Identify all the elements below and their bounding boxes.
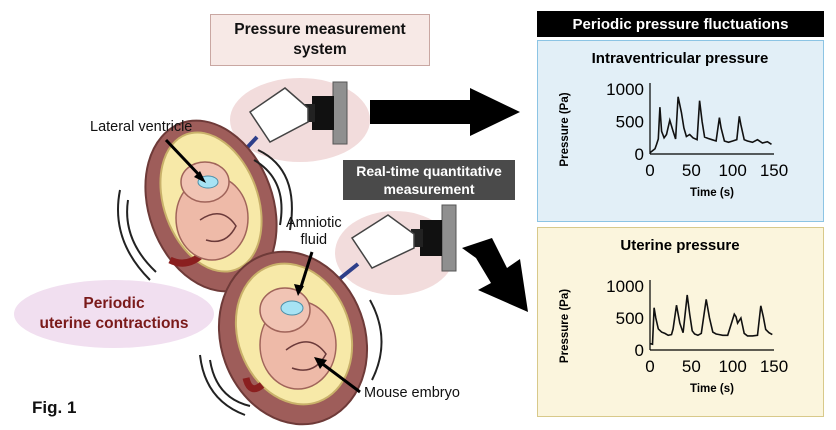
label-amniotic-fluid: Amniotic fluid [286, 215, 342, 249]
rtq-line2: measurement [383, 181, 475, 197]
sensor-bottom-icon [301, 204, 457, 310]
pressure-series-line [649, 96, 772, 154]
x-tick-label: 0 [645, 357, 654, 376]
periodic-contractions-label: Periodic uterine contractions [14, 280, 214, 348]
pointer-amniotic-fluid [298, 251, 314, 291]
uterus-lower [199, 250, 383, 426]
label-mouse-embryo: Mouse embryo [364, 385, 460, 401]
x-tick-label: 150 [760, 357, 788, 376]
figure-label: Fig. 1 [32, 398, 77, 417]
periodic-fluctuations-header: Periodic pressure fluctuations [537, 11, 824, 37]
chart-title: Uterine pressure [620, 237, 739, 254]
periodic-line1: Periodic [83, 295, 145, 312]
rtq-line1: Real-time quantitative [356, 163, 502, 179]
y-tick-label: 1000 [606, 80, 644, 99]
arrow-to-bottom-panel [462, 238, 528, 312]
x-axis-label: Time (s) [690, 187, 734, 199]
pressure-measurement-system-box: Pressure measurement system [210, 14, 430, 66]
x-tick-label: 50 [682, 357, 701, 376]
amniotic-line1: Amniotic [286, 215, 342, 231]
pointer-mouse-embryo [319, 360, 361, 394]
x-tick-label: 150 [760, 161, 788, 180]
x-tick-label: 100 [718, 161, 746, 180]
pressure-series-line [649, 294, 773, 346]
y-tick-label: 0 [635, 341, 644, 360]
panel-intraventricular: Intraventricular pressure 0 500 1000 0 50 100 1… [537, 40, 824, 222]
x-tick-label: 100 [718, 357, 746, 376]
pms-line1: Pressure measurement [234, 21, 406, 38]
chart-title: Intraventricular pressure [592, 50, 769, 67]
y-axis-label: Pressure (Pa) [559, 92, 571, 166]
realtime-measurement-box: Real-time quantitative measurement [343, 160, 515, 200]
uterus-upper [117, 119, 293, 293]
y-axis-label: Pressure (Pa) [559, 289, 571, 363]
arrow-to-top-panel [370, 88, 520, 136]
y-tick-label: 500 [616, 309, 644, 328]
x-tick-label: 0 [645, 161, 654, 180]
y-tick-label: 0 [635, 145, 644, 164]
pointer-lateral-ventricle [164, 138, 204, 180]
y-tick-label: 500 [616, 113, 644, 132]
periodic-line2: uterine contractions [39, 315, 189, 332]
x-tick-label: 50 [682, 161, 701, 180]
sensor-top-icon [211, 81, 348, 186]
label-lateral-ventricle: Lateral ventricle [90, 119, 193, 135]
pms-line2: system [293, 41, 347, 58]
x-axis-label: Time (s) [690, 383, 734, 395]
y-tick-label: 1000 [606, 277, 644, 296]
amniotic-line2: fluid [300, 232, 328, 248]
chart-intraventricular: Intraventricular pressure 0 500 1000 0 50 100 1… [559, 50, 788, 199]
